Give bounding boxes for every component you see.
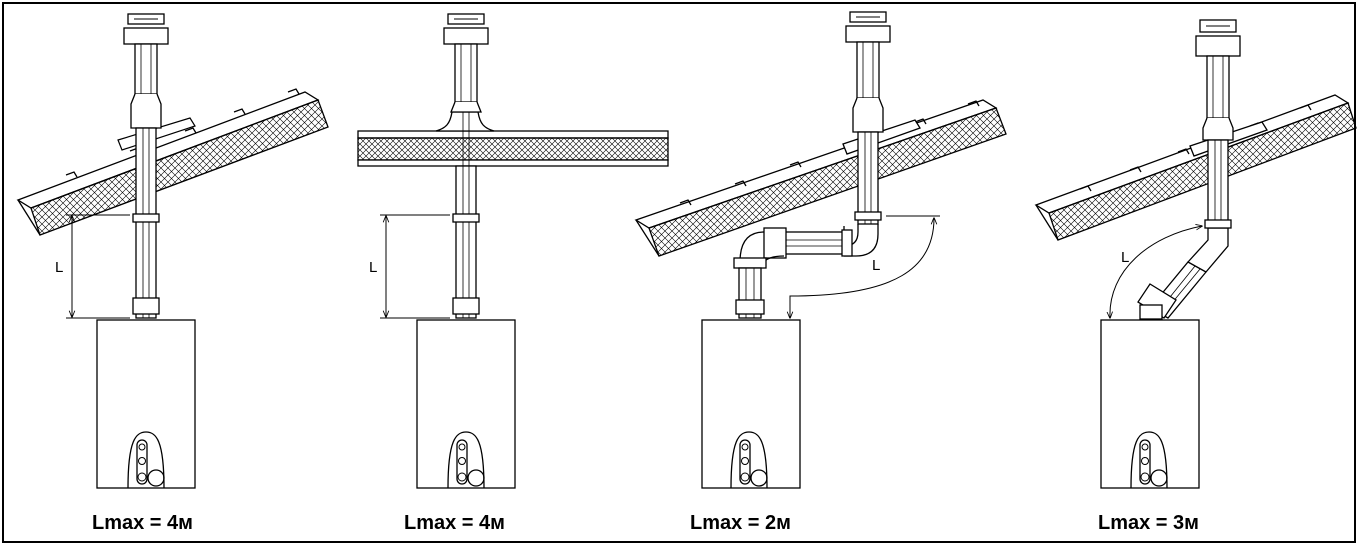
boiler <box>1100 319 1200 489</box>
dimension-label: L <box>1121 249 1129 266</box>
panel-2-caption: Lmax = 4м <box>404 512 505 534</box>
diagram-frame <box>2 2 1356 543</box>
flat-roof <box>357 111 669 167</box>
pitched-roof <box>634 99 1007 257</box>
dimension-L: L <box>1110 226 1202 318</box>
panel-1-caption: Lmax = 4м <box>92 512 193 534</box>
dimension-label: L <box>55 259 63 276</box>
panel-2: L <box>357 13 669 489</box>
boiler <box>96 319 196 489</box>
pitched-roof <box>1034 94 1357 241</box>
boiler <box>416 319 516 489</box>
dimension-label: L <box>369 259 377 276</box>
dimension-label: L <box>872 257 880 274</box>
panel-1: L <box>16 13 329 489</box>
panel-4: L <box>1034 19 1357 489</box>
boiler <box>701 319 801 489</box>
flue-pipe <box>443 13 489 319</box>
panel-3: L <box>634 11 1007 489</box>
dimension-L: L <box>790 215 940 318</box>
dimension-L: L <box>369 214 450 319</box>
panel-4-caption: Lmax = 3м <box>1098 512 1199 534</box>
dimension-L: L <box>55 214 130 319</box>
pitched-roof <box>16 88 329 236</box>
panel-3-caption: Lmax = 2м <box>690 512 791 534</box>
flue-pipe <box>123 13 169 319</box>
